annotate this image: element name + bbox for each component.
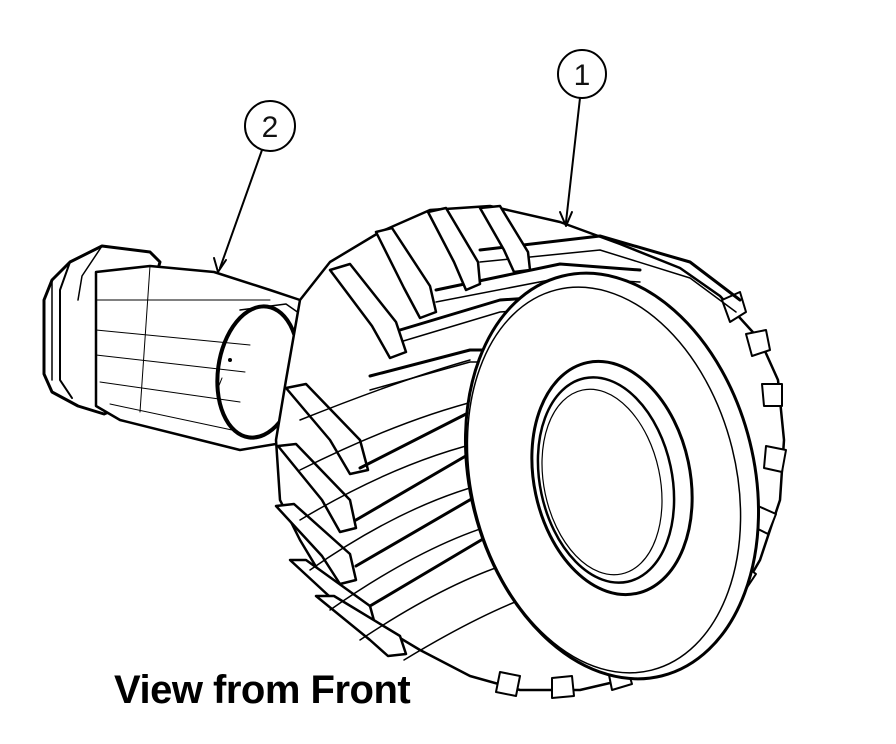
callout-2-bubble: 2	[244, 100, 296, 152]
callout-1-label: 1	[574, 59, 591, 92]
callout-1-leader	[559, 97, 581, 227]
ring-gear-part-1	[274, 204, 787, 699]
shaft-part-2	[42, 244, 307, 452]
callout-1-bubble: 1	[557, 49, 607, 99]
callout-2-label: 2	[262, 111, 279, 144]
callout-2-leader	[213, 149, 263, 273]
view-caption: View from Front	[114, 668, 411, 712]
